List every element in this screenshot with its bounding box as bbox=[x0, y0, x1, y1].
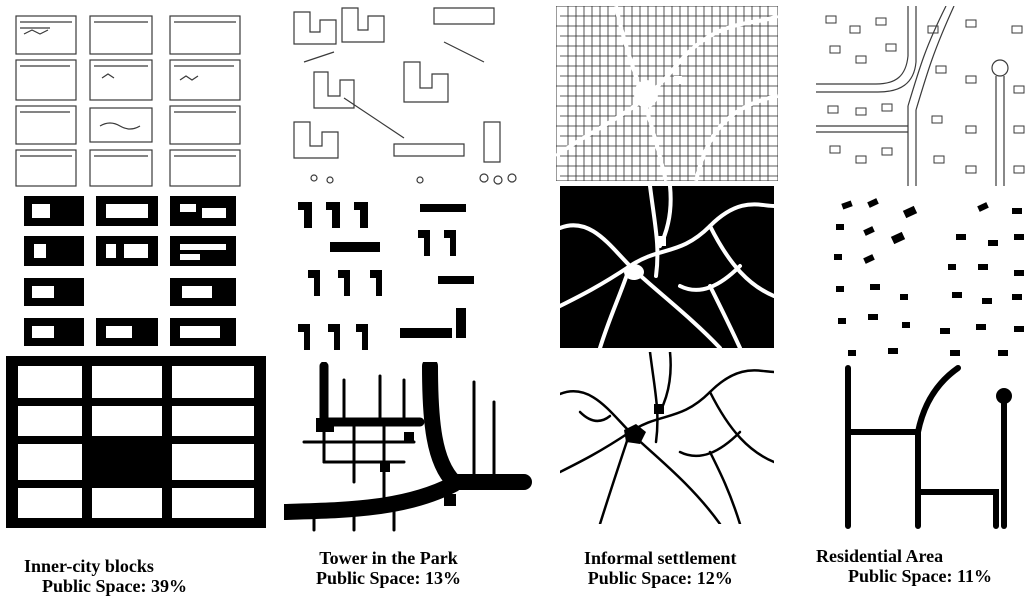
informal-settlement-public-space bbox=[560, 352, 774, 524]
residential-area-public-space bbox=[828, 362, 1028, 530]
public-space-value: 12% bbox=[697, 568, 733, 588]
informal-settlement-sketch bbox=[556, 6, 778, 181]
inner-city-public-space bbox=[6, 356, 266, 528]
caption-title: Residential Area bbox=[816, 546, 992, 566]
caption-public-space: Public Space: 13% bbox=[316, 568, 461, 588]
tower-park-public-space bbox=[284, 362, 534, 532]
caption-residential-area: Residential Area Public Space: 11% bbox=[816, 546, 992, 586]
caption-inner-city-blocks: Inner-city blocks Public Space: 39% bbox=[24, 556, 187, 596]
informal-settlement-figure-ground bbox=[560, 186, 774, 348]
caption-informal-settlement: Informal settlement Public Space: 12% bbox=[584, 548, 736, 588]
public-space-value: 11% bbox=[957, 566, 992, 586]
caption-title: Inner-city blocks bbox=[24, 556, 187, 576]
inner-city-figure-ground bbox=[14, 192, 254, 360]
residential-area-sketch bbox=[816, 6, 1028, 186]
caption-tower-in-the-park: Tower in the Park Public Space: 13% bbox=[316, 548, 461, 588]
tower-park-sketch bbox=[284, 2, 534, 192]
caption-title: Informal settlement bbox=[584, 548, 736, 568]
tower-park-figure-ground bbox=[290, 194, 500, 362]
public-space-value: 39% bbox=[151, 576, 187, 596]
inner-city-sketch bbox=[10, 8, 260, 193]
caption-public-space: Public Space: 39% bbox=[42, 576, 187, 596]
caption-public-space: Public Space: 11% bbox=[848, 566, 992, 586]
caption-public-space: Public Space: 12% bbox=[584, 568, 736, 588]
public-space-value: 13% bbox=[425, 568, 461, 588]
residential-area-figure-ground bbox=[828, 194, 1028, 362]
caption-title: Tower in the Park bbox=[316, 548, 461, 568]
